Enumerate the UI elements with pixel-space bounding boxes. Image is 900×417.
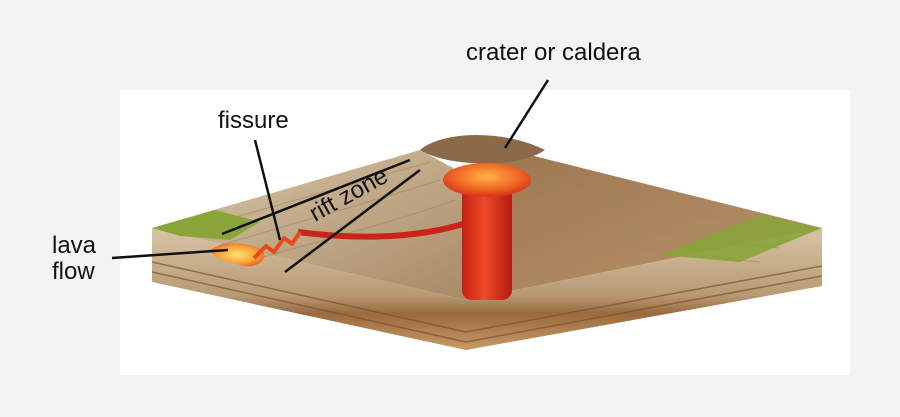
- lava-flow-shape: [210, 243, 265, 267]
- lava-label-line1: lava: [52, 232, 97, 259]
- lava-leader: [111, 248, 229, 260]
- magma-dike: [297, 219, 471, 240]
- magma-conduit: [462, 186, 512, 300]
- fissure-crack: [252, 230, 302, 260]
- crater-leader: [503, 79, 550, 149]
- lava-label-line2: flow: [52, 258, 95, 285]
- crater-label: crater or caldera: [466, 39, 641, 66]
- left-slope: [152, 150, 466, 300]
- grass-right: [660, 215, 822, 262]
- leader-lines: [111, 79, 550, 260]
- crater-rim: [420, 134, 545, 164]
- magma-chamber-top: [443, 163, 531, 197]
- fissure-leader: [253, 139, 282, 241]
- rift-zone-lines: [221, 158, 421, 273]
- fissure-label: fissure: [218, 107, 289, 134]
- right-slope: [466, 150, 822, 300]
- lava-flow-label: lava flow: [52, 233, 96, 285]
- strata-lines: [151, 261, 823, 343]
- grass-left: [152, 210, 260, 240]
